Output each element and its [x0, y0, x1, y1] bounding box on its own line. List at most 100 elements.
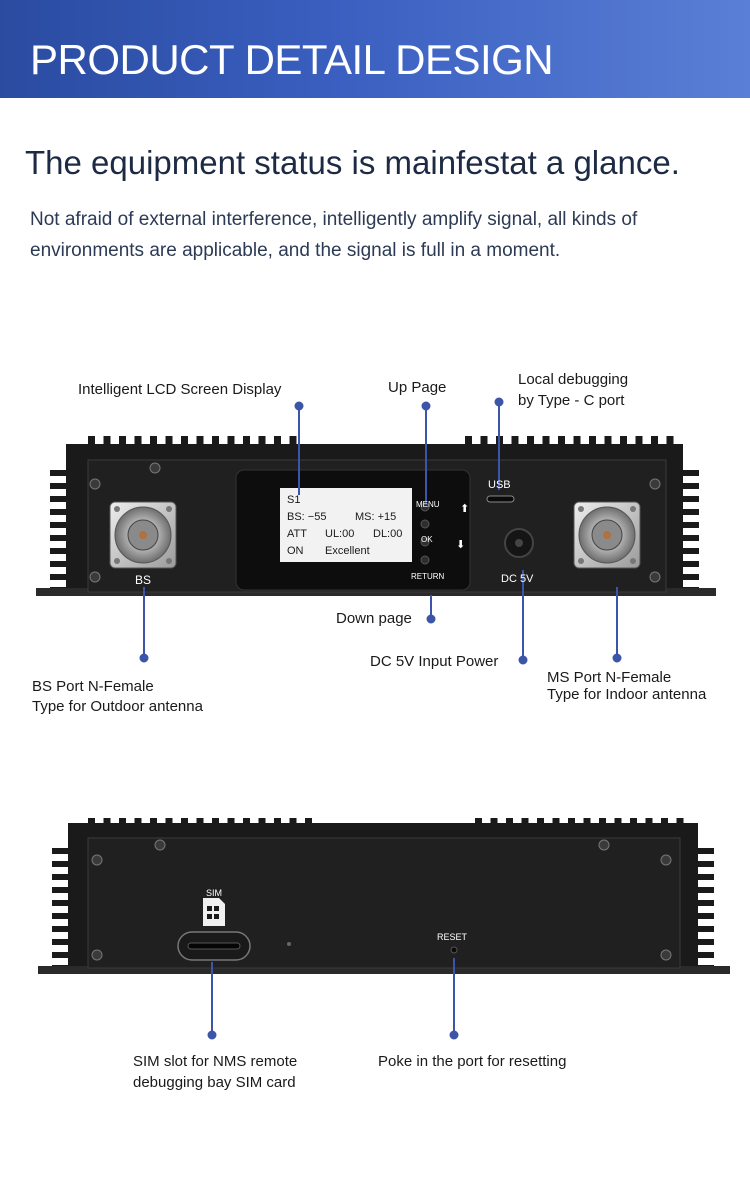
- heatsink-fin: [88, 436, 95, 446]
- heatsink-fin: [696, 939, 714, 945]
- heatsink-fin: [589, 436, 596, 446]
- heatsink-fin: [696, 848, 714, 854]
- bs-callout-line2: Type for Outdoor antenna: [32, 698, 203, 715]
- lcd-bs: BS: −55: [287, 511, 327, 523]
- heatsink-fin: [258, 818, 266, 828]
- front-callout-lines: [139, 397, 622, 665]
- lcd-row1: S1: [287, 494, 301, 506]
- heatsink-fin: [196, 436, 204, 446]
- heatsink-fin: [103, 436, 111, 446]
- lcd-callout: Intelligent LCD Screen Display: [78, 381, 282, 398]
- heatsink-fin: [150, 818, 157, 828]
- heatsink-fin: [150, 436, 157, 446]
- ms-callout-line2: Type for Indoor antenna: [547, 686, 707, 703]
- dc-power-callout: DC 5V Input Power: [370, 653, 499, 670]
- sim-callout-line1: SIM slot for NMS remote: [133, 1053, 298, 1070]
- heatsink-fin: [480, 436, 488, 446]
- heatsink-fin: [165, 818, 173, 828]
- heatsink-fin: [52, 887, 70, 893]
- heatsink-fin: [227, 436, 235, 446]
- heatsink-fin: [50, 574, 68, 580]
- heatsink-fin: [676, 818, 684, 828]
- up-arrow-icon: ⬆: [460, 502, 469, 515]
- heatsink-fin: [599, 818, 606, 828]
- heatsink-fin: [696, 913, 714, 919]
- down-arrow-icon: ⬇: [456, 538, 465, 551]
- heatsink-fin: [119, 436, 126, 446]
- return-button-label: RETURN: [411, 572, 445, 581]
- heatsink-fin: [258, 436, 266, 446]
- heatsink-fin: [196, 818, 204, 828]
- heatsink-fin: [552, 818, 560, 828]
- menu-button-label: MENU: [416, 500, 440, 509]
- down-page-callout: Down page: [336, 610, 412, 627]
- heatsink-fin: [681, 561, 699, 567]
- heatsink-fin: [50, 509, 68, 515]
- heatsink-fin: [620, 436, 627, 446]
- heatsink-fin: [50, 522, 68, 528]
- heatsink-fin: [119, 818, 126, 828]
- heatsink-fin: [696, 900, 714, 906]
- lcd-dl: DL:00: [373, 528, 403, 540]
- heatsink-fin: [651, 436, 658, 446]
- sim-label: SIM: [206, 888, 223, 898]
- heatsink-fin: [289, 436, 297, 446]
- heatsink-fin: [568, 818, 575, 828]
- heatsink-fin: [243, 436, 250, 446]
- back-device: [38, 818, 730, 974]
- heatsink-fin: [661, 818, 668, 828]
- ms-connector: [573, 501, 641, 569]
- heatsink-fin: [681, 574, 699, 580]
- heatsink-fin: [243, 818, 250, 828]
- reset-callout: Poke in the port for resetting: [378, 1053, 567, 1070]
- heatsink-fin: [681, 548, 699, 554]
- heatsink-fin: [490, 818, 498, 828]
- heatsink-fin: [50, 470, 68, 476]
- heatsink-fin: [50, 561, 68, 567]
- heatsink-fin: [511, 436, 519, 446]
- heatsink-fin: [227, 818, 235, 828]
- heatsink-fin: [475, 818, 482, 828]
- usb-port-label: USB: [488, 479, 511, 491]
- heatsink-fin: [604, 436, 612, 446]
- heatsink-fin: [558, 436, 565, 446]
- heatsink-fin: [50, 483, 68, 489]
- heatsink-fin: [103, 818, 111, 828]
- heatsink-fin: [696, 861, 714, 867]
- lcd-ms: MS: +15: [355, 511, 397, 523]
- lcd-att: ATT: [287, 528, 307, 540]
- heatsink-fin: [134, 436, 142, 446]
- back-callout-lines: [207, 958, 459, 1040]
- usb-callout-line1: Local debugging: [518, 371, 629, 388]
- heatsink-fin: [614, 818, 622, 828]
- heatsink-fin: [696, 952, 714, 958]
- heatsink-fin: [88, 818, 95, 828]
- heatsink-fin: [52, 939, 70, 945]
- heatsink-fin: [681, 509, 699, 515]
- heatsink-fin: [681, 470, 699, 476]
- dc-port-label: DC 5V: [501, 573, 534, 585]
- heatsink-fin: [50, 535, 68, 541]
- heatsink-fin: [289, 818, 297, 828]
- heatsink-fin: [465, 436, 472, 446]
- heatsink-fin: [274, 818, 281, 828]
- heatsink-fin: [573, 436, 581, 446]
- heatsink-fin: [52, 900, 70, 906]
- header-banner: PRODUCT DETAIL DESIGN: [0, 0, 750, 98]
- heatsink-fin: [666, 436, 674, 446]
- heatsink-fin: [212, 818, 219, 828]
- sim-callout-line2: debugging bay SIM card: [133, 1074, 296, 1091]
- heatsink-fin: [696, 874, 714, 880]
- reset-label: RESET: [437, 932, 468, 942]
- ok-button-label: OK: [421, 535, 433, 544]
- heatsink-fin: [274, 436, 281, 446]
- heatsink-fin: [50, 548, 68, 554]
- heatsink-fin: [583, 818, 591, 828]
- heatsink-fin: [681, 535, 699, 541]
- lcd-status: Excellent: [325, 545, 370, 557]
- page-heading: The equipment status is mainfestat a gla…: [25, 144, 680, 181]
- bs-port-label: BS: [135, 573, 152, 587]
- front-device: ⬆ ⬇: [36, 436, 716, 596]
- heatsink-fin: [537, 818, 544, 828]
